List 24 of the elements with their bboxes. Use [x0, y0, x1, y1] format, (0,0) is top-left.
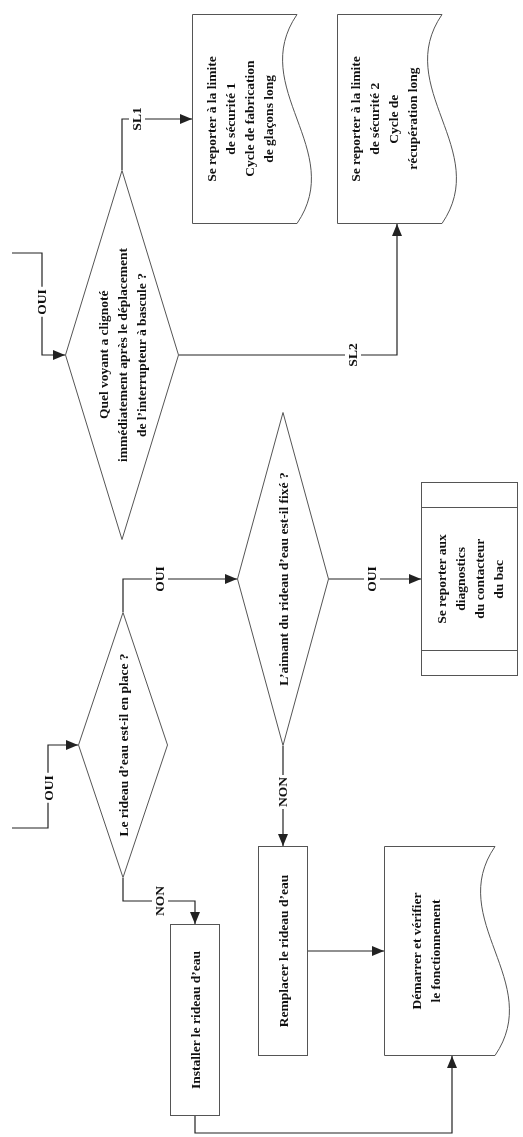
process-box [170, 924, 220, 1116]
decision-diamond [78, 612, 168, 878]
process-text: Remplacer le rideau d’eau [274, 874, 292, 1028]
decision-diamond [237, 412, 329, 746]
document-shape [337, 14, 459, 224]
edge-label: SL2 [345, 341, 361, 369]
decision-text: L’aimant du rideau d’eau est-il fixé ? [274, 472, 292, 686]
arrow [122, 877, 200, 925]
document-shape [192, 14, 314, 224]
process-text: Installer le rideau d’eau [186, 950, 204, 1090]
arrow [121, 114, 193, 171]
arrow [307, 946, 385, 956]
decision-diamond [65, 170, 179, 540]
arrow [178, 223, 402, 356]
arrow [122, 574, 238, 613]
edge-label: OUI [364, 564, 380, 594]
arrow [194, 1055, 457, 1134]
document-shape [384, 846, 512, 1056]
edge-label: SL1 [129, 105, 145, 133]
process-box [258, 846, 308, 1056]
edge-label: NON [152, 884, 168, 918]
decision-text: Le rideau d’eau est-il en place ? [114, 653, 132, 837]
edge-label: OUI [152, 564, 168, 594]
predefined-process-box [421, 482, 518, 676]
